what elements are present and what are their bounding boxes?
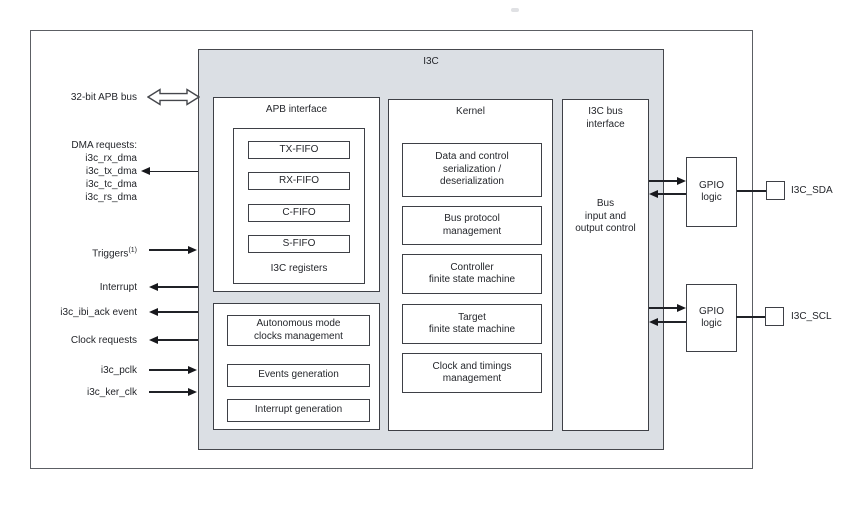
gpio-logic-line: logic — [701, 192, 722, 203]
gpio-logic-line: GPIO — [698, 179, 724, 191]
apb-interface-title: APB interface — [265, 104, 328, 115]
bus-protocol-block: Bus protocol management — [402, 206, 542, 245]
tx-fifo-label: TX-FIFO — [279, 143, 319, 155]
autonomous-clocks-line: clocks management — [254, 330, 343, 342]
clock-timings-block: Clock and timings management — [402, 353, 542, 393]
autonomous-clocks-block: Autonomous mode clocks management — [227, 315, 370, 346]
bus-io-control-line: input and — [584, 210, 627, 222]
bus-protocol-line: management — [442, 225, 502, 237]
controller-fsm-block: Controller finite state machine — [402, 254, 542, 294]
controller-fsm-line: finite state machine — [428, 274, 516, 285]
target-fsm-line: finite state machine — [428, 324, 516, 335]
gpio-scl-pad-wire — [736, 316, 765, 318]
dma-request-item: i3c_rx_dma — [85, 153, 137, 164]
serialization-line: deserialization — [440, 176, 504, 188]
i3c-scl-pad — [765, 307, 784, 326]
events-generation-block: Events generation — [227, 364, 370, 387]
dma-request-item: i3c_rs_dma — [85, 192, 137, 203]
apb-bus-double-arrow-icon — [147, 88, 200, 106]
dma-request-item: i3c_tc_dma — [85, 179, 137, 190]
ibi-ack-event-label: i3c_ibi_ack event — [60, 307, 137, 318]
clock-timings-line: management — [442, 373, 502, 384]
apb-interface-block: APB interface TX-FIFO RX-FIFO C-FIFO S-F… — [213, 97, 380, 292]
c-fifo-label: C-FIFO — [282, 206, 316, 218]
clock-timings-line: Clock and timings — [432, 360, 512, 372]
page-artifact-dot — [511, 8, 519, 12]
rx-fifo-label: RX-FIFO — [279, 174, 319, 186]
kernel-title: Kernel — [456, 106, 485, 117]
i3c-sda-pad — [766, 181, 785, 200]
triggers-text: Triggers — [92, 248, 129, 260]
i3c-registers-group: TX-FIFO RX-FIFO C-FIFO S-FIFO I3C regist… — [233, 128, 365, 284]
i3c-sda-label: I3C_SDA — [791, 185, 833, 196]
serialization-line: Data and control — [435, 151, 509, 163]
triggers-label: Triggers(1) — [92, 244, 137, 260]
events-generation-label: Events generation — [258, 369, 339, 381]
bus-io-control-line: output control — [575, 223, 636, 234]
i3c-bus-interface-title-line: I3C bus — [588, 106, 623, 117]
i3c-scl-label: I3C_SCL — [791, 311, 832, 322]
bus-protocol-line: Bus protocol — [444, 213, 500, 224]
kernel-block: Kernel Data and control serialization / … — [388, 99, 553, 431]
i3c-panel-title: I3C — [423, 56, 439, 67]
bus-io-control-label: Bus input and output control — [563, 198, 648, 236]
i3c-bus-interface-block: I3C bus interface Bus input and output c… — [562, 99, 649, 431]
dma-requests-label-group: DMA requests: i3c_rx_dma i3c_tx_dma i3c_… — [71, 139, 137, 204]
serialization-line: serialization / — [442, 163, 502, 175]
gpio-logic-line: logic — [701, 318, 722, 329]
interrupt-label: Interrupt — [99, 282, 137, 293]
interrupt-generation-block: Interrupt generation — [227, 399, 370, 422]
ker-clk-label: i3c_ker_clk — [86, 387, 137, 398]
triggers-footnote-marker: (1) — [128, 247, 137, 254]
i3c-bus-interface-title-line: interface — [586, 118, 625, 130]
autonomous-clocks-line: Autonomous mode — [256, 318, 341, 329]
gpio-sda-pad-wire — [737, 190, 766, 192]
target-fsm-block: Target finite state machine — [402, 304, 542, 344]
gpio-logic-sda-block: GPIO logic — [686, 157, 737, 227]
serialization-block: Data and control serialization / deseria… — [402, 143, 542, 197]
dma-request-item: i3c_tx_dma — [85, 166, 137, 177]
dma-requests-header: DMA requests: — [71, 140, 137, 151]
tx-fifo-block: TX-FIFO — [248, 141, 350, 159]
target-fsm-line: Target — [458, 311, 486, 323]
apb-bus-label: 32-bit APB bus — [70, 92, 137, 103]
clock-requests-label: Clock requests — [70, 335, 137, 346]
i3c-registers-label: I3C registers — [270, 263, 328, 274]
i3c-bus-interface-title: I3C bus interface — [563, 106, 648, 131]
clocks-generation-block: Autonomous mode clocks management Events… — [213, 303, 380, 430]
s-fifo-label: S-FIFO — [282, 237, 316, 249]
pclk-label: i3c_pclk — [100, 365, 137, 376]
gpio-logic-line: GPIO — [698, 305, 724, 317]
c-fifo-block: C-FIFO — [248, 204, 350, 222]
interrupt-generation-label: Interrupt generation — [254, 404, 343, 416]
gpio-logic-scl-block: GPIO logic — [686, 284, 737, 352]
s-fifo-block: S-FIFO — [248, 235, 350, 253]
rx-fifo-block: RX-FIFO — [248, 172, 350, 190]
controller-fsm-line: Controller — [450, 261, 494, 273]
bus-io-control-line: Bus — [596, 198, 615, 209]
